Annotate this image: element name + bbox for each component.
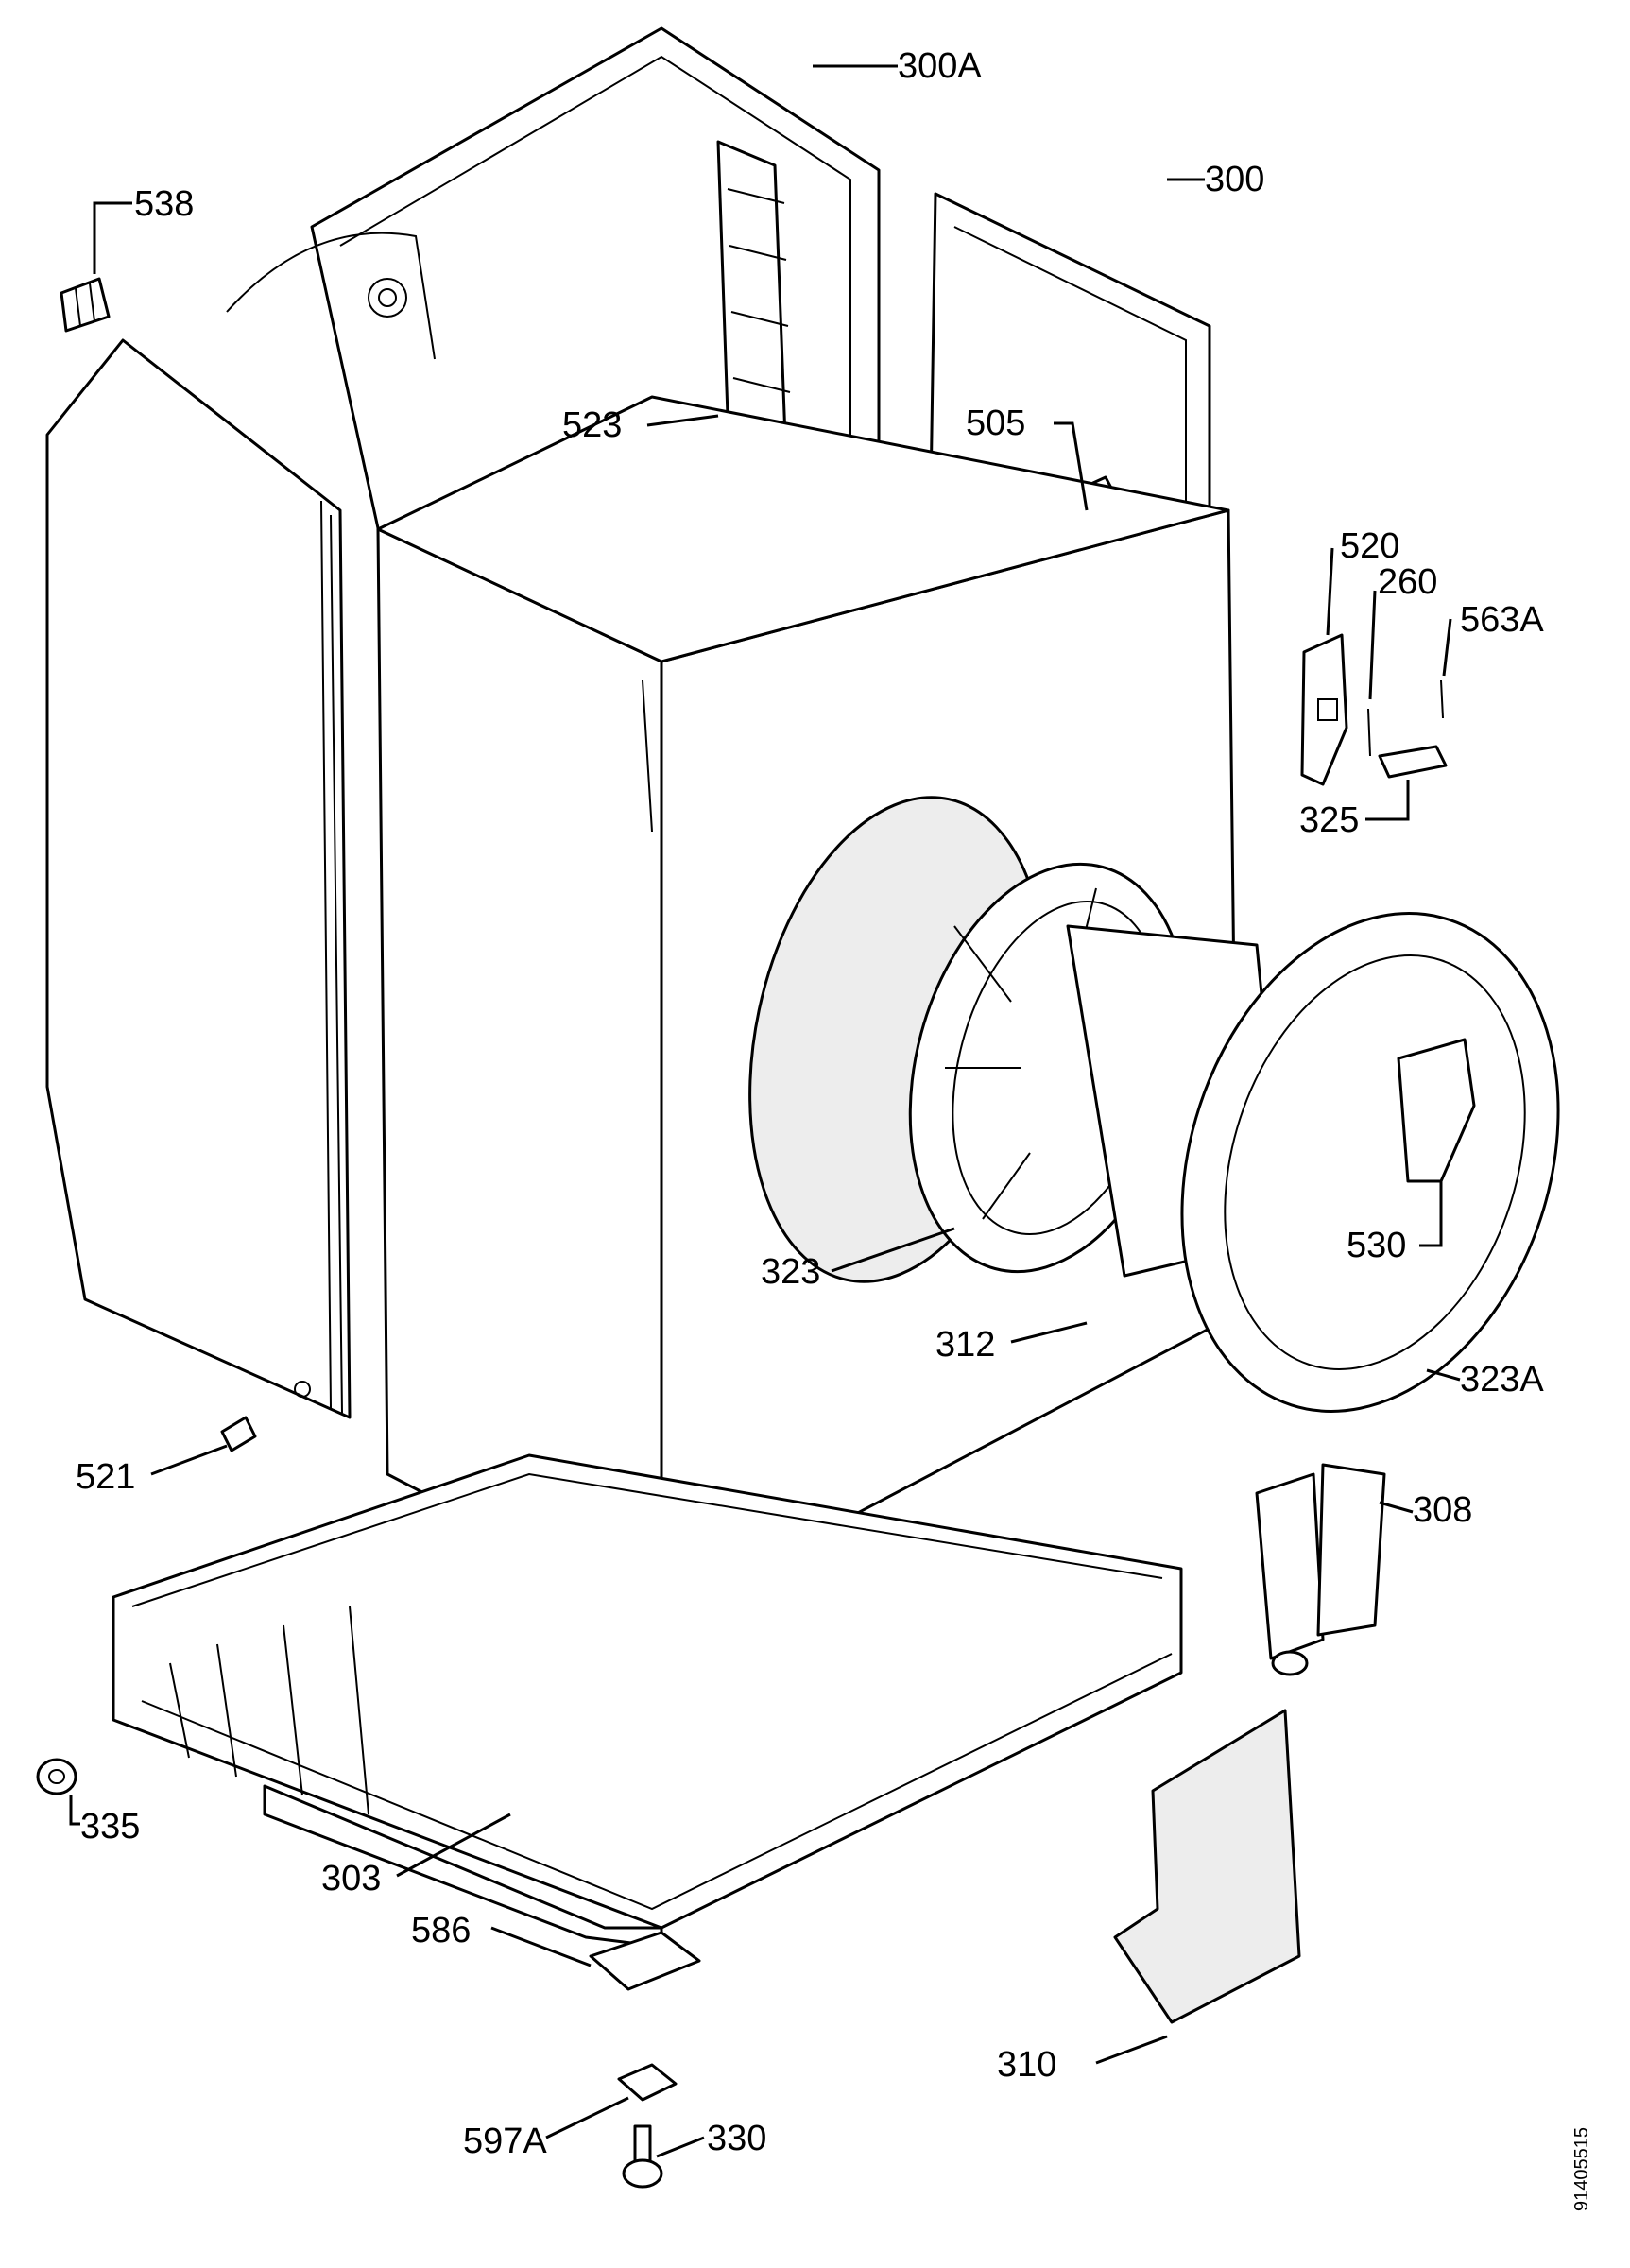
callout-260: 260 <box>1378 562 1437 602</box>
kick-panel <box>1113 1709 1301 2024</box>
callout-563a: 563A <box>1460 600 1544 640</box>
nut <box>36 1758 77 1796</box>
callout-323: 323 <box>761 1252 820 1292</box>
door-hinge <box>1255 1463 1386 1676</box>
callout-586: 586 <box>411 1911 471 1950</box>
callout-521: 521 <box>76 1457 135 1497</box>
leader-lines <box>69 64 1461 2158</box>
callout-303: 303 <box>321 1859 381 1899</box>
door-handle <box>1397 1038 1476 1183</box>
adjustable-foot <box>622 2124 663 2189</box>
callout-330: 330 <box>707 2119 766 2158</box>
callout-300a: 300A <box>898 46 982 86</box>
base-frame <box>112 1453 1183 1949</box>
front-cabinet-box <box>376 395 1240 1618</box>
callout-300: 300 <box>1205 160 1264 199</box>
foot-spacer <box>617 2063 678 2102</box>
document-number: 91405515 <box>1571 2127 1592 2211</box>
wire-clip <box>60 277 111 333</box>
callout-312: 312 <box>935 1325 995 1365</box>
callout-530: 530 <box>1347 1226 1406 1265</box>
callout-325: 325 <box>1299 800 1359 840</box>
callout-597a: 597A <box>463 2122 547 2161</box>
callout-308: 308 <box>1413 1490 1472 1530</box>
door <box>1180 912 1560 1413</box>
callout-335: 335 <box>80 1807 140 1847</box>
callout-505: 505 <box>966 404 1025 443</box>
callout-520: 520 <box>1340 526 1399 566</box>
left-side-panel <box>45 338 352 1419</box>
door-lock-assembly <box>1300 633 1448 786</box>
callout-310: 310 <box>997 2045 1056 2085</box>
callout-323a: 323A <box>1460 1360 1544 1400</box>
callout-538: 538 <box>134 184 194 224</box>
callout-523: 523 <box>562 405 622 445</box>
foot-plate <box>589 1931 701 1991</box>
screw <box>220 1416 257 1452</box>
